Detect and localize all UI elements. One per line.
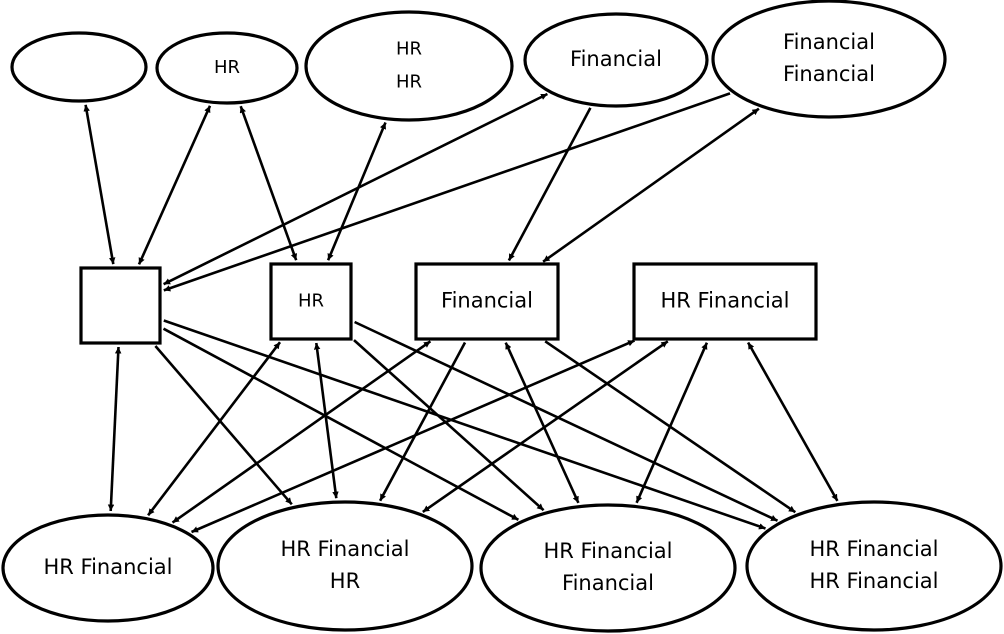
edge-mid-2-to-bot-1 [147,341,282,517]
node-label-line: Financial [562,571,654,595]
node-label-line: HR [330,569,360,593]
ellipse-node-shape [745,500,1003,632]
node-label-line: Financial [570,47,662,71]
edge-top-2-to-mid-1 [137,105,212,265]
edge-top-5-to-mid-3 [542,107,760,263]
node-top-1 [10,31,148,103]
edge-top-5-to-mid-1 [163,92,731,292]
ellipse-node-shape [10,31,148,103]
node-bot-4: HR Financial HR Financial [745,500,1003,632]
node-mid-3: Financial [414,262,560,341]
node-mid-1 [79,266,162,345]
node-top-2: HR [155,31,299,105]
node-label-line: HR [396,39,422,60]
edge-mid-1-to-bot-1 [107,346,122,512]
node-label-line: HR Financial [809,537,938,561]
node-bot-1: HR Financial [1,513,215,623]
node-label-line: HR Financial [809,569,938,593]
ellipse-node-shape [523,12,709,108]
node-label-line: HR Financial [280,537,409,561]
ellipse-node-shape [304,10,514,122]
edge-top-1-to-mid-1 [83,104,116,265]
edge-top-4-to-mid-1 [163,92,548,286]
edge-mid-4-to-bot-4 [746,341,839,502]
box-node-shape [269,262,353,341]
node-top-4: Financial [523,12,709,108]
ellipse-node-shape [216,500,474,632]
node-top-3: HR HR [304,10,514,122]
node-label-line: HR Financial [43,555,172,579]
edge-mid-1-to-bot-4 [163,319,766,530]
node-mid-2: HR [269,262,353,341]
node-label-line: HR [298,291,324,312]
edge-mid-4-to-bot-3 [635,342,709,504]
edge-mid-4-to-bot-2 [422,340,669,513]
ellipse-node-shape [1,513,215,623]
edge-mid-2-to-bot-4 [354,320,779,522]
edges-layer [83,92,839,534]
node-label-line: HR [396,72,422,93]
edge-top-3-to-mid-2 [326,122,387,261]
node-mid-4: HR Financial [632,262,818,341]
node-label-line: Financial [783,62,875,86]
node-label-line: HR Financial [543,539,672,563]
box-node-shape [632,262,818,341]
node-label-line: Financial [783,30,875,54]
ellipse-node-shape [479,503,737,633]
node-label-line: HR Financial [660,289,789,313]
node-label-line: HR [214,57,240,78]
ellipse-node-shape [155,31,299,105]
edge-top-2-to-mid-2 [239,105,298,261]
node-label-line: Financial [441,289,533,313]
box-node-shape [79,266,162,345]
box-node-shape [414,262,560,341]
ellipse-node-shape [711,0,947,119]
